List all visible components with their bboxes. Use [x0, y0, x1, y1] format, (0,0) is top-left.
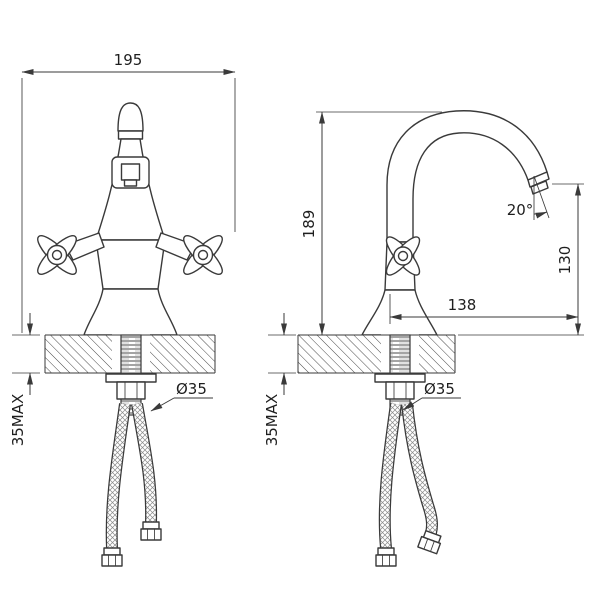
base-side [361, 289, 438, 336]
base-front [83, 288, 178, 336]
spout-cap-front [117, 102, 144, 132]
hose-fitting-b [417, 529, 442, 555]
faucet-side [361, 110, 550, 336]
dim-angle-label: 20° [507, 201, 534, 219]
body-mid-front [95, 239, 166, 290]
hose-fitting-left [101, 547, 123, 567]
hoses-side [375, 403, 442, 567]
mounting-washer-front [105, 373, 157, 383]
countertop-side [297, 334, 456, 374]
dim-width-195: 195 [21, 51, 236, 333]
dim-reach-label: 138 [448, 296, 477, 314]
mounting-front [101, 334, 162, 567]
mounting-nut-front [116, 381, 146, 400]
front-view: 195 [9, 51, 236, 567]
hoses-front [101, 402, 162, 567]
mounting-side [374, 334, 442, 567]
dim-reach-138: 138 [389, 294, 579, 324]
dim-deck-thickness-side: 35MAX [263, 313, 296, 446]
spout-aerator-side [530, 180, 549, 195]
handle-right [155, 232, 223, 275]
handle-side-cap [397, 250, 409, 262]
dim-deck-thickness-front: 35MAX [9, 313, 40, 446]
mounting-nut-side [385, 381, 415, 400]
hole-diameter-label: Ø35 [176, 380, 207, 398]
dim-width-label: 195 [114, 51, 143, 69]
hole-diameter-label-side: Ø35 [424, 380, 455, 398]
label-hole-diameter-side: Ø35 [402, 380, 461, 411]
mounting-washer-side [374, 373, 426, 383]
handle-right-cap [197, 249, 209, 261]
handle-left [37, 232, 105, 275]
spout-tube-side [386, 110, 548, 243]
dim-outlet-height-130: 130 [458, 183, 584, 336]
spout-aerator-front [120, 163, 141, 181]
handle-side [385, 236, 421, 276]
label-hole-diameter-front: Ø35 [150, 380, 213, 412]
spout-collar-front [117, 130, 144, 140]
handle-left-cap [51, 249, 63, 261]
body-cone-front [95, 138, 166, 241]
side-view: 189 20° [263, 110, 584, 567]
dim-height-189: 189 [300, 111, 442, 336]
spout-aerator-ring-front [123, 179, 138, 187]
dim-height-label: 189 [300, 210, 318, 239]
dim-deck-thickness-label: 35MAX [9, 394, 27, 447]
dim-deck-thickness-label-side: 35MAX [263, 394, 281, 447]
hose-fitting-a [375, 547, 397, 567]
dim-angle-20: 20° [507, 175, 550, 220]
faucet-front [37, 102, 223, 336]
dim-outlet-height-label: 130 [556, 246, 574, 275]
hose-fitting-right [140, 521, 162, 541]
